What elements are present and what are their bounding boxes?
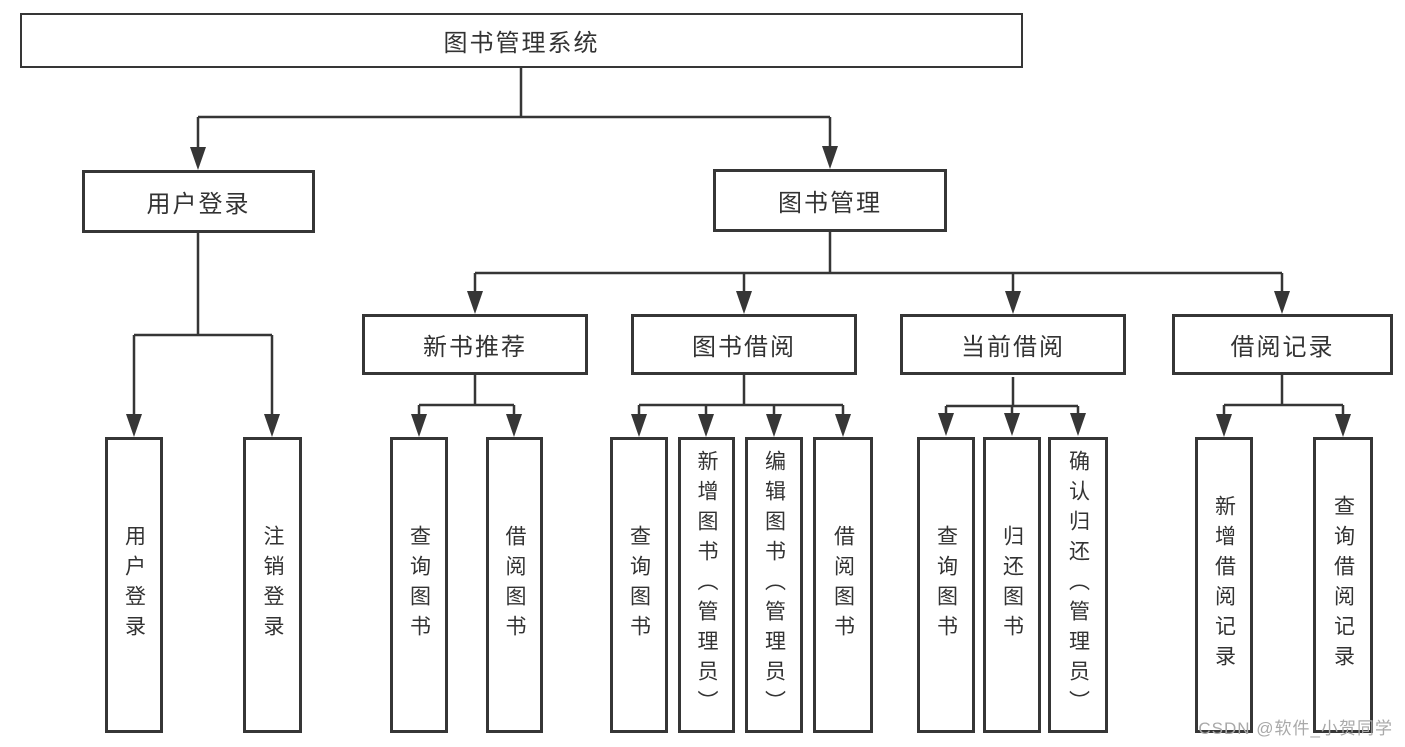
- leaf-query-books-current: 查询图书: [917, 437, 975, 733]
- leaf-user-login: 用户登录: [105, 437, 163, 733]
- node-new-book-recommend: 新书推荐: [362, 314, 588, 375]
- csdn-watermark: CSDN @软件_小贺同学: [1198, 719, 1393, 738]
- leaf-confirm-return-admin-label: 确认归还（管理员）: [1066, 450, 1090, 720]
- leaf-query-borrow-record: 查询借阅记录: [1313, 437, 1373, 733]
- leaf-edit-books-admin: 编辑图书（管理员）: [745, 437, 803, 733]
- leaf-add-books-admin-label: 新增图书（管理员）: [695, 450, 718, 720]
- leaf-query-books-recommend: 查询图书: [390, 437, 448, 733]
- leaf-query-borrow-record-label: 查询借阅记录: [1331, 495, 1355, 675]
- leaf-logout-label: 注销登录: [261, 525, 284, 645]
- node-user-login: 用户登录: [82, 170, 315, 233]
- leaf-borrow-books-borrow-label: 借阅图书: [831, 525, 855, 645]
- leaf-logout: 注销登录: [243, 437, 302, 733]
- node-borrow-record: 借阅记录: [1172, 314, 1393, 375]
- leaf-edit-books-admin-label: 编辑图书（管理员）: [762, 450, 786, 720]
- leaf-add-borrow-record: 新增借阅记录: [1195, 437, 1253, 733]
- leaf-query-books-borrow: 查询图书: [610, 437, 668, 733]
- leaf-add-books-admin: 新增图书（管理员）: [678, 437, 735, 733]
- leaf-user-login-label: 用户登录: [122, 525, 146, 645]
- node-root: 图书管理系统: [20, 13, 1023, 68]
- node-book-borrow: 图书借阅: [631, 314, 857, 375]
- node-current-borrow: 当前借阅: [900, 314, 1126, 375]
- leaf-query-books-current-label: 查询图书: [934, 525, 958, 645]
- leaf-confirm-return-admin: 确认归还（管理员）: [1048, 437, 1108, 733]
- node-book-management: 图书管理: [713, 169, 947, 232]
- leaf-return-books-label: 归还图书: [1000, 525, 1024, 645]
- leaf-return-books: 归还图书: [983, 437, 1041, 733]
- leaf-query-books-borrow-label: 查询图书: [627, 525, 651, 645]
- leaf-add-borrow-record-label: 新增借阅记录: [1212, 495, 1236, 675]
- leaf-borrow-books-recommend-label: 借阅图书: [503, 525, 526, 645]
- leaf-borrow-books-borrow: 借阅图书: [813, 437, 873, 733]
- leaf-borrow-books-recommend: 借阅图书: [486, 437, 543, 733]
- leaf-query-books-recommend-label: 查询图书: [407, 525, 431, 645]
